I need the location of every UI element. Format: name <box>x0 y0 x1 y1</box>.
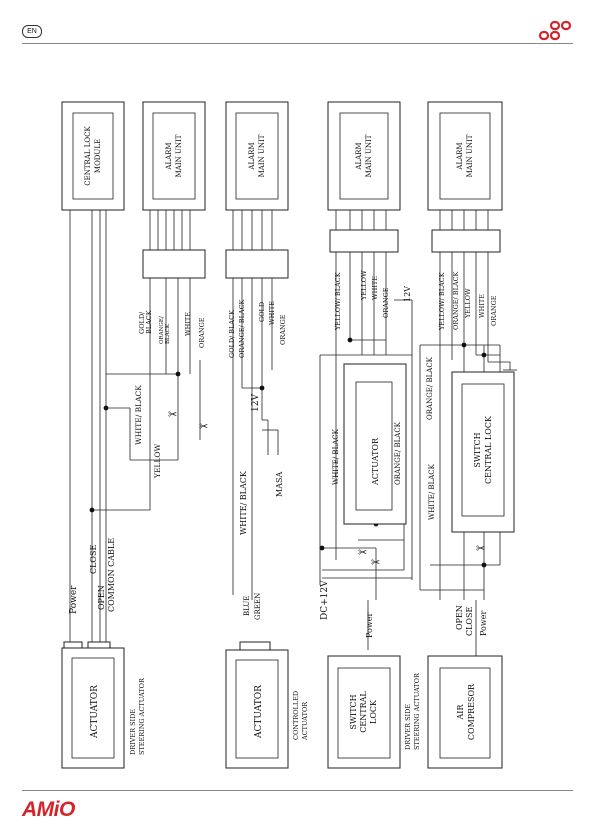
svg-text:12V: 12V <box>403 286 412 302</box>
svg-text:WHITE/ BLACK: WHITE/ BLACK <box>239 470 248 535</box>
svg-text:GOLD/ BLACK: GOLD/ BLACK <box>228 310 236 358</box>
svg-text:12V: 12V <box>251 394 261 412</box>
svg-text:ACTUATOR: ACTUATOR <box>371 437 380 486</box>
svg-text:MAIN UNIT: MAIN UNIT <box>466 134 474 177</box>
svg-text:YELLOW: YELLOW <box>153 443 162 479</box>
col2-wires <box>232 210 279 600</box>
svg-text:ORANGE: ORANGE <box>382 287 390 318</box>
svg-text:SWITCH: SWITCH <box>349 694 358 729</box>
svg-text:ALARM: ALARM <box>355 142 363 170</box>
footer-divider <box>22 790 573 791</box>
col3-inner-actuator: ACTUATOR <box>343 363 407 525</box>
col4-wire-labels: YELLOW/ BLACK ORANGE/ BLACK YELLOW WHITE… <box>426 271 498 636</box>
svg-text:CENTRAL: CENTRAL <box>359 691 368 733</box>
svg-text:COMMON CABLE: COMMON CABLE <box>107 538 116 612</box>
col3-wires <box>319 210 413 650</box>
brand-rings-icon <box>538 20 572 41</box>
svg-text:ALARM: ALARM <box>248 142 256 170</box>
language-badge: EN <box>22 25 42 38</box>
svg-text:✂: ✂ <box>371 556 380 569</box>
col3-scissor-icon: ✂ ✂ <box>358 546 380 569</box>
svg-text:ACTUATOR: ACTUATOR <box>90 685 100 739</box>
svg-text:MAIN UNIT: MAIN UNIT <box>175 134 183 177</box>
header-divider <box>22 43 573 44</box>
svg-text:YELLOW: YELLOW <box>464 288 472 319</box>
svg-text:MASA: MASA <box>275 472 284 497</box>
col1-wires <box>69 210 201 648</box>
svg-text:COMPRESOR: COMPRESOR <box>467 683 476 740</box>
svg-text:✂: ✂ <box>199 420 208 433</box>
svg-text:BLACK: BLACK <box>165 323 171 344</box>
svg-text:YELLOW: YELLOW <box>360 270 368 301</box>
amio-logo: AMiO <box>22 798 75 821</box>
svg-text:MAIN UNIT: MAIN UNIT <box>365 134 373 177</box>
svg-text:OPEN: OPEN <box>455 605 464 630</box>
svg-text:WHITE/ BLACK: WHITE/ BLACK <box>332 428 340 485</box>
svg-text:STEERING ACTUATOR: STEERING ACTUATOR <box>413 672 421 750</box>
svg-text:GOLD/: GOLD/ <box>138 311 146 334</box>
svg-text:SWITCH: SWITCH <box>473 432 482 467</box>
svg-text:YELLOW/ BLACK: YELLOW/ BLACK <box>334 272 342 331</box>
svg-text:ORANGE: ORANGE <box>490 295 498 326</box>
col1-actuator: ACTUATOR DRIVER SIDE STEERING ACTUATOR <box>61 641 146 769</box>
col3-alarm-main-unit: ALARM MAIN UNIT <box>327 101 401 253</box>
col2-wire-labels: GOLD/ BLACK ORANGE/ BLACK GOLD WHITE ORA… <box>228 299 287 620</box>
svg-text:ORANGE/ BLACK: ORANGE/ BLACK <box>452 271 460 330</box>
col4-alarm-main-unit: ALARM MAIN UNIT <box>427 101 503 253</box>
svg-text:ACTUATOR: ACTUATOR <box>301 701 309 741</box>
svg-text:✂: ✂ <box>168 408 177 421</box>
col4-inner-switch: SWITCH CENTRAL LOCK <box>451 371 515 533</box>
svg-text:CENTRAL LOCK: CENTRAL LOCK <box>84 126 92 186</box>
svg-text:WHITE: WHITE <box>184 312 192 336</box>
svg-text:DRIVER SIDE: DRIVER SIDE <box>129 709 137 755</box>
svg-text:BLACK: BLACK <box>145 310 153 334</box>
col1-central-lock-module: CENTRAL LOCK MODULE <box>61 101 125 211</box>
svg-text:ALARM: ALARM <box>456 142 464 170</box>
svg-text:ORANGE/ BLACK: ORANGE/ BLACK <box>394 421 402 485</box>
svg-text:✂: ✂ <box>476 542 485 555</box>
svg-text:WHITE/ BLACK: WHITE/ BLACK <box>134 385 143 445</box>
svg-text:WHITE: WHITE <box>268 301 276 325</box>
svg-text:DC+12V: DC+12V <box>320 580 330 620</box>
svg-text:GREEN: GREEN <box>254 593 262 620</box>
col2-alarm-main-unit: ALARM MAIN UNIT <box>225 101 289 279</box>
svg-text:DRIVER SIDE: DRIVER SIDE <box>404 704 412 750</box>
svg-text:ORANGE/ BLACK: ORANGE/ BLACK <box>238 299 246 358</box>
svg-text:AIR: AIR <box>456 704 465 721</box>
svg-text:WHITE: WHITE <box>478 294 486 318</box>
svg-text:STEERING ACTUATOR: STEERING ACTUATOR <box>138 677 146 755</box>
svg-text:ORANGE/ BLACK: ORANGE/ BLACK <box>426 356 434 420</box>
col4-air-compressor: AIR COMPRESOR <box>427 655 503 769</box>
col1-wire-labels: Power OPEN CLOSE COMMON CABLE WHITE/ BLA… <box>69 310 206 614</box>
svg-text:ALARM: ALARM <box>165 142 173 170</box>
svg-text:WHITE: WHITE <box>371 276 379 300</box>
col1-alarm-main-unit: ALARM MAIN UNIT <box>142 101 206 279</box>
svg-text:GOLD: GOLD <box>258 302 266 322</box>
svg-text:ACTUATOR: ACTUATOR <box>254 685 264 739</box>
svg-text:CONTROLLED: CONTROLLED <box>292 691 300 740</box>
col4-scissor-icon: ✂ <box>476 542 485 555</box>
col2-actuator: ACTUATOR CONTROLLED ACTUATOR <box>225 641 309 769</box>
svg-text:MODULE: MODULE <box>94 139 102 173</box>
svg-text:OPEN: OPEN <box>97 585 106 610</box>
svg-text:Power: Power <box>365 613 374 638</box>
svg-text:Power: Power <box>479 611 488 636</box>
col3-wire-labels: YELLOW/ BLACK YELLOW WHITE ORANGE 12V WH… <box>320 270 412 638</box>
svg-text:MAIN UNIT: MAIN UNIT <box>258 134 266 177</box>
svg-text:CENTRAL LOCK: CENTRAL LOCK <box>484 415 493 484</box>
col1-scissor-icon: ✂ ✂ <box>168 408 208 433</box>
col3-switch-central-lock: SWITCH CENTRAL LOCK DRIVER SIDE STEERING… <box>327 655 421 769</box>
svg-text:CLOSE: CLOSE <box>465 607 474 636</box>
svg-text:ORANGE/: ORANGE/ <box>159 316 165 344</box>
svg-text:YELLOW/ BLACK: YELLOW/ BLACK <box>438 272 446 331</box>
svg-text:✂: ✂ <box>358 546 367 559</box>
svg-text:ORANGE: ORANGE <box>198 317 206 348</box>
svg-text:ORANGE: ORANGE <box>279 314 287 345</box>
svg-text:CLOSE: CLOSE <box>89 545 98 574</box>
svg-text:LOCK: LOCK <box>369 699 378 724</box>
svg-text:Power: Power <box>69 585 79 614</box>
svg-text:WHITE/ BLACK: WHITE/ BLACK <box>428 463 436 520</box>
svg-text:BLUE: BLUE <box>243 596 251 616</box>
